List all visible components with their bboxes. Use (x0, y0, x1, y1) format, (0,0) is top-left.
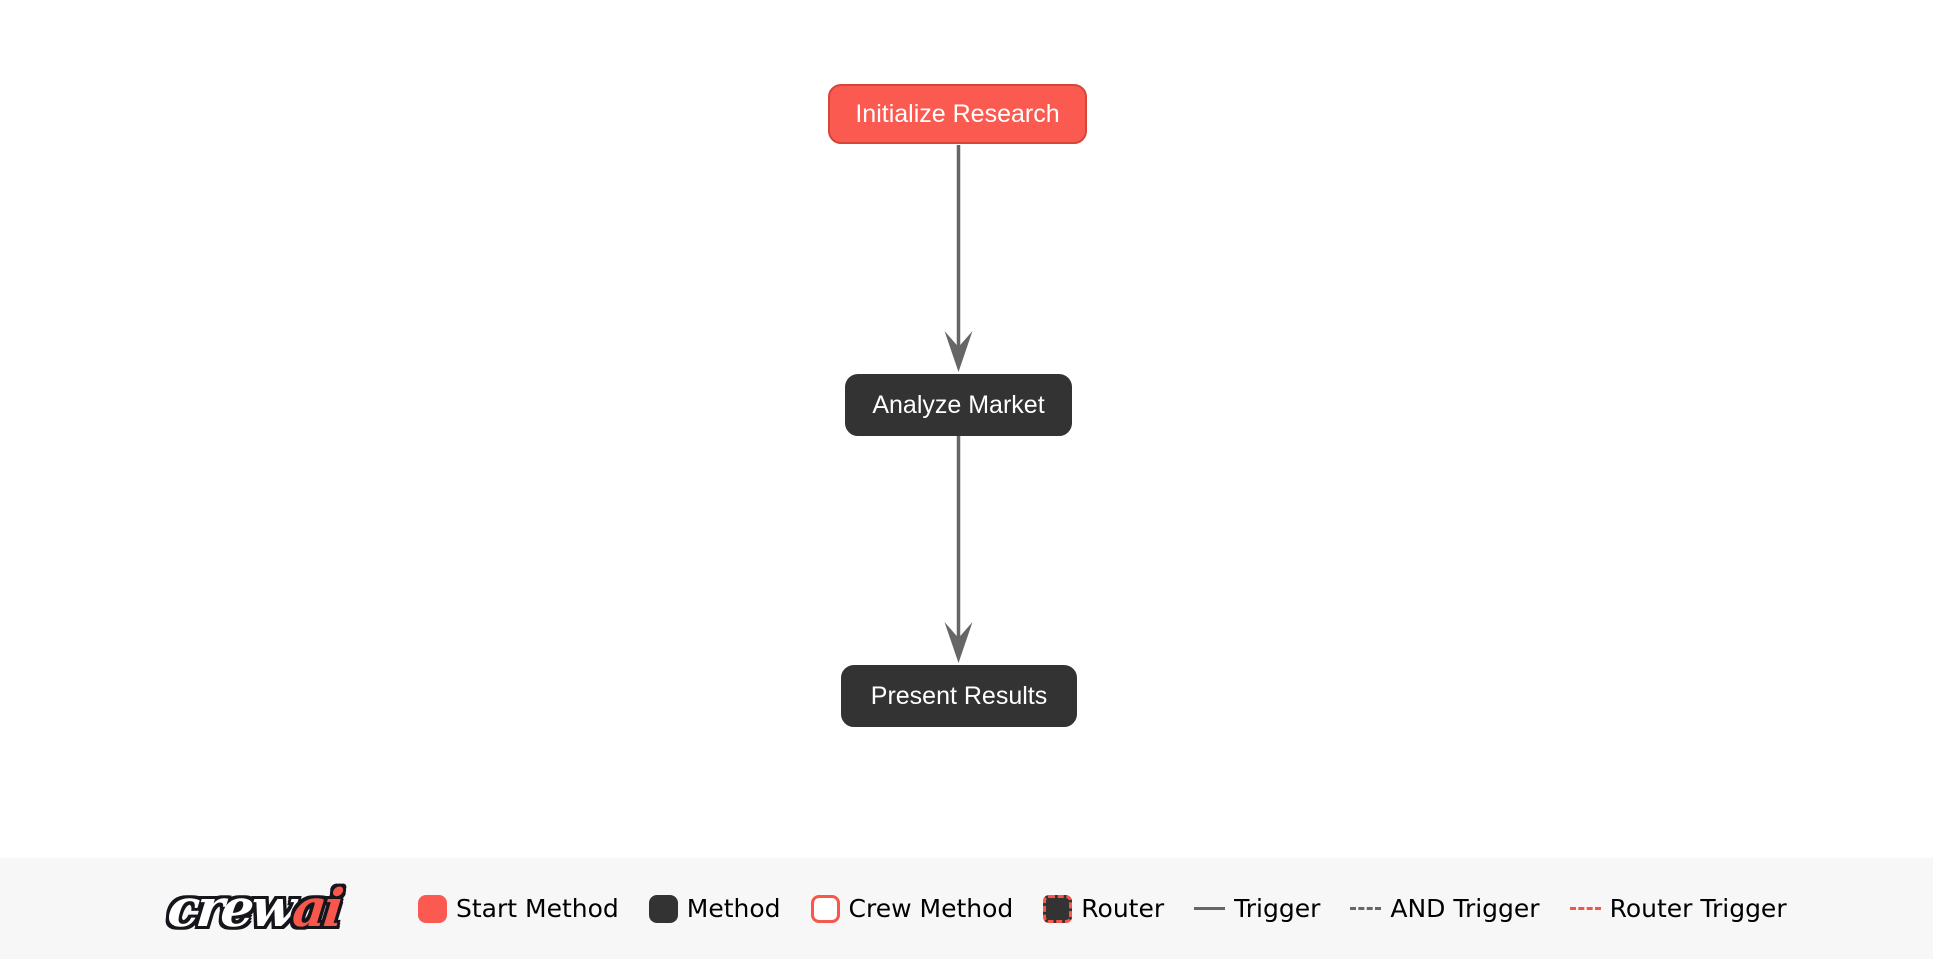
flow-network-canvas[interactable]: Initialize Research Analyze Market Prese… (0, 0, 1933, 858)
start-method-swatch-icon (418, 894, 447, 923)
flow-node-label: Analyze Market (872, 390, 1045, 419)
legend-label: Start Method (456, 894, 619, 923)
legend-item-router-trigger: Router Trigger (1569, 894, 1787, 923)
legend-label: Method (686, 894, 781, 923)
crewai-logo-ai-text: ai (289, 877, 344, 939)
legend-label: Crew Method (848, 894, 1014, 923)
method-swatch-icon (648, 894, 678, 923)
legend-item-trigger: Trigger (1194, 894, 1320, 923)
legend-bar: crewai Start Method Method Crew Method R… (0, 858, 1933, 959)
legend-items: Start Method Method Crew Method Router T… (418, 894, 1787, 923)
crewai-logo: crewai (165, 878, 390, 939)
router-swatch-icon (1043, 894, 1073, 923)
flow-node-label: Initialize Research (855, 99, 1060, 128)
flow-node-present-results[interactable]: Present Results (841, 665, 1077, 727)
trigger-line-icon (1194, 907, 1226, 910)
legend-label: Router (1081, 894, 1165, 923)
router-trigger-line-icon (1569, 907, 1601, 910)
legend-item-router: Router (1043, 894, 1164, 923)
legend-item-and-trigger: AND Trigger (1350, 894, 1540, 923)
legend-item-crew-method: Crew Method (810, 894, 1014, 923)
legend-label: Trigger (1234, 894, 1321, 923)
legend-label: AND Trigger (1390, 894, 1540, 923)
legend-label: Router Trigger (1609, 894, 1787, 923)
legend-item-start-method: Start Method (418, 894, 619, 923)
and-trigger-line-icon (1350, 907, 1382, 910)
crew-method-swatch-icon (810, 894, 840, 923)
flow-node-label: Present Results (870, 681, 1048, 710)
legend-item-method: Method (648, 894, 781, 923)
crewai-logo-crew-text: crew (164, 877, 297, 939)
edge-trigger-initialize-to-analyze (944, 145, 973, 372)
edge-layer (944, 145, 973, 663)
flow-node-initialize-research[interactable]: Initialize Research (828, 84, 1087, 144)
edge-trigger-analyze-to-present (944, 436, 973, 663)
flow-node-analyze-market[interactable]: Analyze Market (845, 374, 1072, 436)
